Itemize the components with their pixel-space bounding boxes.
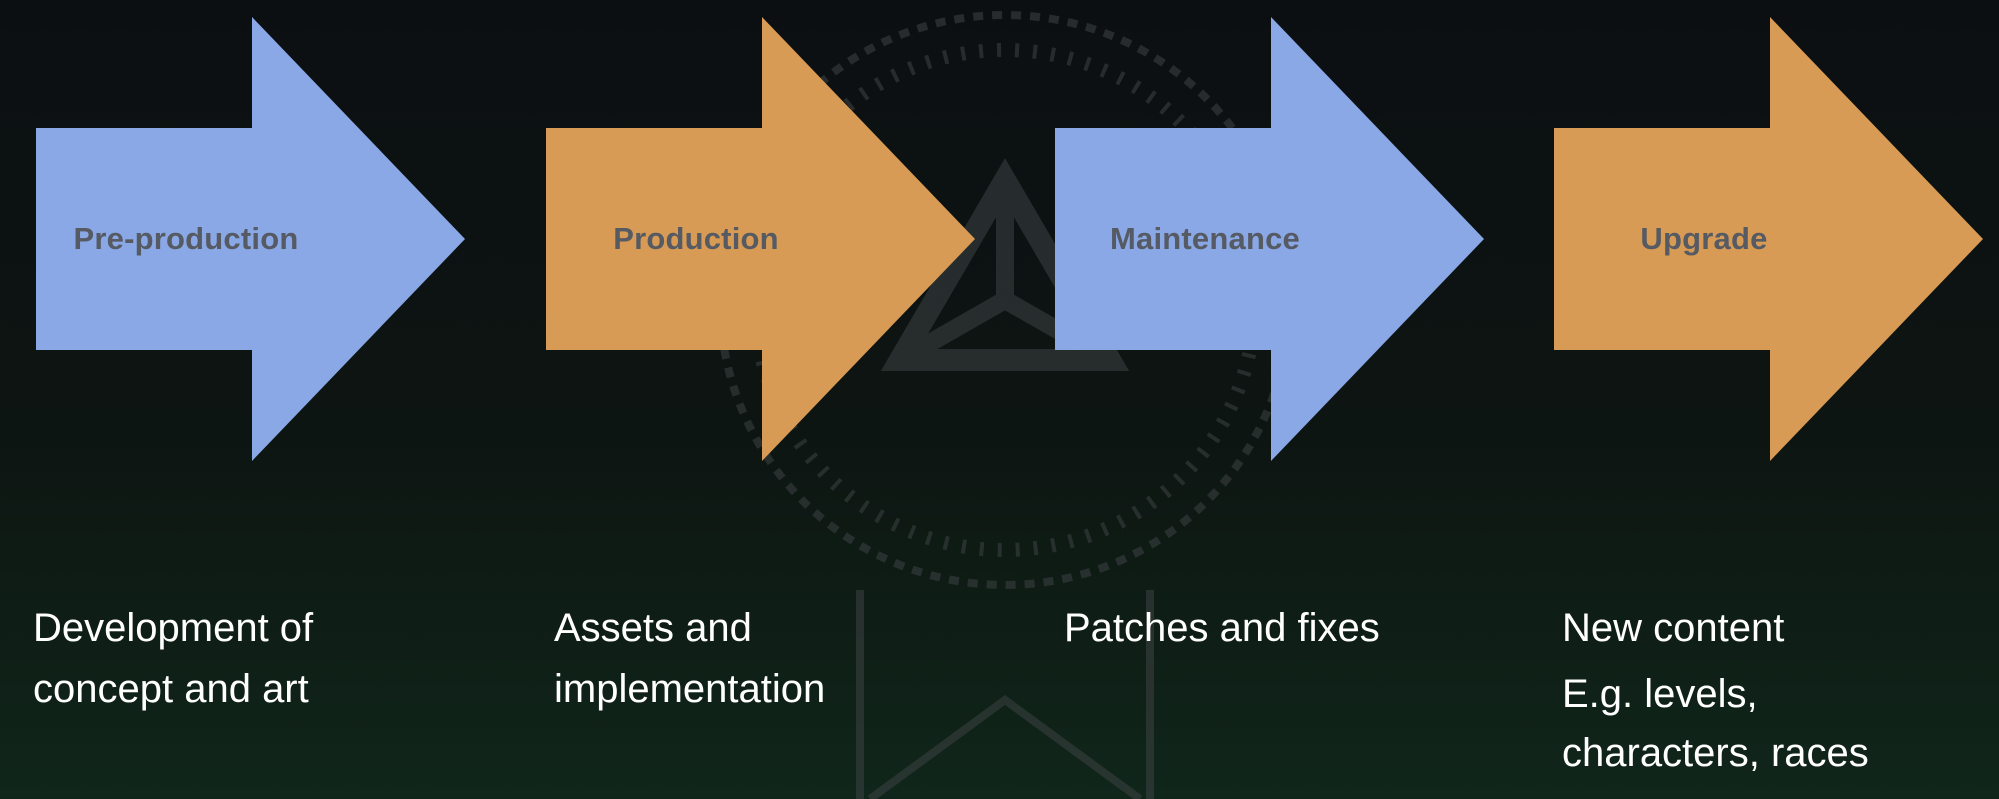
arrow-body <box>1554 17 1983 461</box>
arrow-body <box>1055 17 1484 461</box>
description-text: Development of concept and art <box>33 606 314 711</box>
stage-pre-production: Pre-production <box>36 17 506 461</box>
description-pre-production: Development of concept and art <box>33 598 503 720</box>
arrow-body <box>546 17 975 461</box>
stage-upgrade: Upgrade <box>1554 17 1999 461</box>
stage-maintenance: Maintenance <box>1055 17 1525 461</box>
arrow-shape <box>546 17 975 461</box>
description-production: Assets and implementation <box>554 598 1024 720</box>
description-text: Patches and fixes <box>1064 606 1380 650</box>
stage-label: Production <box>613 221 779 256</box>
arrow-shape <box>1055 17 1484 461</box>
description-maintenance: Patches and fixes <box>1064 598 1534 659</box>
description-text: Assets and implementation <box>554 606 826 711</box>
stage-label: Upgrade <box>1640 221 1768 256</box>
stage-label: Pre-production <box>73 221 299 256</box>
arrow-body <box>36 17 465 461</box>
description-text: New content <box>1562 606 1785 650</box>
arrow-shape <box>36 17 465 461</box>
arrow-shape <box>1554 17 1983 461</box>
stage-label: Maintenance <box>1110 221 1300 256</box>
description-note: E.g. levels, characters, races <box>1562 672 1869 775</box>
description-upgrade: New content E.g. levels, characters, rac… <box>1562 598 1999 783</box>
stage-production: Production <box>546 17 1016 461</box>
